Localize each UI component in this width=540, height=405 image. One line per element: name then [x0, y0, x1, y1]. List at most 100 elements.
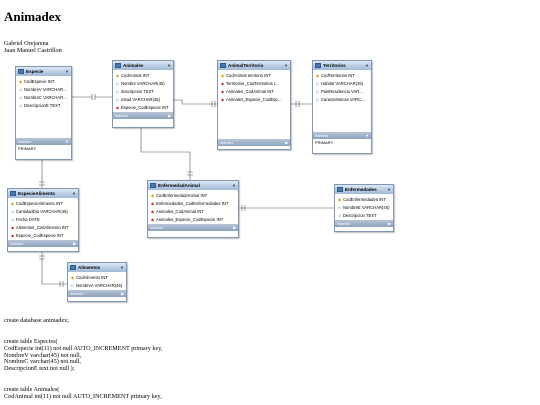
sql-line: [4, 373, 162, 380]
column-icon: ◇: [115, 80, 120, 86]
sql-line: create table Especies(: [4, 337, 58, 345]
indexes-header[interactable]: Indexes▶: [8, 240, 78, 247]
table-header[interactable]: Alimentos ▼: [68, 263, 126, 272]
collapse-arrow-icon[interactable]: ▼: [65, 69, 69, 74]
table-column: ◇NombreV VARCHAR...: [18, 86, 67, 92]
expand-arrow-icon[interactable]: ▶: [285, 141, 288, 145]
expand-arrow-icon[interactable]: ▶: [121, 292, 124, 296]
table-column: ◆CodAnimal INT: [115, 72, 150, 78]
table-column: ◆Enfermedades_CodEnfermedades INT: [150, 200, 229, 206]
table-icon: [115, 63, 121, 68]
collapse-arrow-icon[interactable]: ▼: [232, 183, 236, 188]
author-name: Gabriel Orejarena: [4, 40, 49, 47]
table-especiealimento[interactable]: EspecieAlimento ▼ ◆CodEspecieAlimento IN…: [7, 188, 79, 252]
column-icon: ◇: [70, 282, 75, 288]
page-title: Animadex: [4, 9, 62, 24]
table-column: ◇Nombre VARCHAR(45): [115, 80, 165, 86]
collapse-arrow-icon[interactable]: ▼: [65, 139, 69, 144]
collapse-arrow-icon[interactable]: ▼: [167, 63, 171, 68]
column-icon: ◇: [315, 96, 320, 102]
table-header[interactable]: EnfermedadAnimal ▼: [148, 181, 238, 190]
table-header[interactable]: EspecieAlimento ▼: [8, 189, 78, 198]
column-icon: ◇: [18, 86, 23, 92]
table-alimentos[interactable]: Alimentos ▼ ◆CodAlimento INT ◇NombreA VA…: [67, 262, 127, 302]
table-name: Territorios: [323, 63, 346, 68]
collapse-arrow-icon[interactable]: ▼: [365, 133, 369, 138]
foreign-key-icon: ◆: [150, 208, 155, 214]
column-icon: ◇: [10, 216, 15, 222]
rel-animales-animalterritorio: [172, 99, 217, 107]
table-icon: [337, 187, 343, 192]
sql-line: NombreC varchar(45) not null,: [4, 358, 81, 366]
rel-especie-animales: [70, 94, 112, 100]
indexes-header[interactable]: Indexes▶: [218, 139, 290, 146]
table-column: ◇CantidadDia VARCHAR(45): [10, 208, 68, 214]
collapse-arrow-icon[interactable]: ▼: [284, 63, 288, 68]
expand-arrow-icon[interactable]: ▶: [233, 226, 236, 230]
sql-line: [4, 325, 162, 332]
table-column: ◇PaisResidencia VAR...: [315, 88, 363, 94]
table-header[interactable]: Especie ▼: [16, 67, 71, 76]
author-name: Juan Manuel Castrillon: [4, 47, 62, 55]
table-header[interactable]: Enfermedades ▼: [335, 185, 393, 194]
indexes-header[interactable]: Indexes▼: [16, 138, 71, 145]
indexes-header[interactable]: Indexes▼: [313, 132, 371, 139]
indexes-header[interactable]: Indexes▶: [335, 220, 393, 227]
table-especie[interactable]: Especie ▼ ◆CodEspecie INT ◇NombreV VARCH…: [15, 66, 72, 160]
table-column: ◇estad VARCHAR(45): [115, 96, 161, 102]
column-icon: ◇: [315, 80, 320, 86]
table-icon: [10, 191, 16, 196]
table-name: EspecieAlimento: [18, 191, 56, 196]
foreign-key-icon: ◆: [10, 224, 15, 230]
expand-arrow-icon[interactable]: ▶: [73, 242, 76, 246]
table-column: ◆Animales_CodAnimal INT: [220, 88, 274, 94]
table-name: Alimentos: [78, 265, 101, 270]
collapse-arrow-icon[interactable]: ▼: [365, 63, 369, 68]
table-column: ◇NombreC VARCHAR...: [18, 94, 67, 100]
collapse-arrow-icon[interactable]: ▼: [72, 191, 76, 196]
table-name: Especie: [26, 69, 44, 74]
expand-arrow-icon[interactable]: ▶: [168, 114, 171, 118]
indexes-header[interactable]: Indexes▶: [148, 224, 238, 231]
table-column: ◇Fecha DATE: [10, 216, 40, 222]
table-header[interactable]: AnimalTerritorio ▼: [218, 61, 290, 70]
primary-key-icon: ◆: [220, 72, 225, 78]
table-enfermedadanimal[interactable]: EnfermedadAnimal ▼ ◆CodEnfermedadAnimal …: [147, 180, 239, 238]
sql-line: DescripcionE text not null );: [4, 365, 75, 373]
table-icon: [150, 183, 156, 188]
sql-script: create database animadex; create table E…: [4, 317, 163, 401]
foreign-key-icon: ◆: [220, 80, 225, 86]
sql-line: create table Animales(: [4, 386, 60, 394]
table-column: ◆Especie_CodEspecie INT: [115, 104, 169, 110]
index-value: PRIMARY: [315, 140, 334, 145]
indexes-header[interactable]: Indexes▶: [68, 290, 126, 297]
table-header[interactable]: Territorios ▼: [313, 61, 371, 70]
table-territorios[interactable]: Territorios ▼ ◆CodTerritorios INT ◇Habit…: [312, 60, 372, 154]
expand-arrow-icon[interactable]: ▶: [388, 222, 391, 226]
collapse-arrow-icon[interactable]: ▼: [387, 187, 391, 192]
sql-line: CodEspecie int(11) not null AUTO_INCREME…: [4, 344, 163, 352]
collapse-arrow-icon[interactable]: ▼: [120, 265, 124, 270]
table-icon: [315, 63, 321, 68]
primary-key-icon: ◆: [10, 200, 15, 206]
table-animales[interactable]: Animales ▼ ◆CodAnimal INT ◇Nombre VARCHA…: [112, 60, 174, 128]
table-animalterritorio[interactable]: AnimalTerritorio ▼ ◆CodAnimal territorio…: [217, 60, 291, 150]
indexes-header[interactable]: Indexes▶: [113, 112, 173, 119]
table-header[interactable]: Animales ▼: [113, 61, 173, 70]
column-icon: ◇: [10, 208, 15, 214]
table-enfermedades[interactable]: Enfermedades ▼ ◆CodEnfermedades INT ◇Nom…: [334, 184, 394, 232]
table-column: ◆Especie_CodEspecie INT: [10, 232, 64, 238]
table-column: ◆CodEnfermedades INT: [337, 196, 386, 202]
table-column: ◇DescripcionE TEXT: [18, 102, 61, 108]
column-icon: ◇: [18, 94, 23, 100]
index-value: PRIMARY: [18, 146, 37, 151]
primary-key-icon: ◆: [315, 72, 320, 78]
primary-key-icon: ◆: [70, 274, 75, 280]
rel-territorios-animalterritorio: [289, 101, 312, 107]
column-icon: ◇: [337, 204, 342, 210]
table-column: ◆CodEspecieAlimento INT: [10, 200, 63, 206]
table-column: ◆Animales_Especie_CodEspecie INT: [150, 216, 224, 222]
foreign-key-icon: ◆: [220, 88, 225, 94]
table-column: ◆CodTerritorios INT: [315, 72, 355, 78]
